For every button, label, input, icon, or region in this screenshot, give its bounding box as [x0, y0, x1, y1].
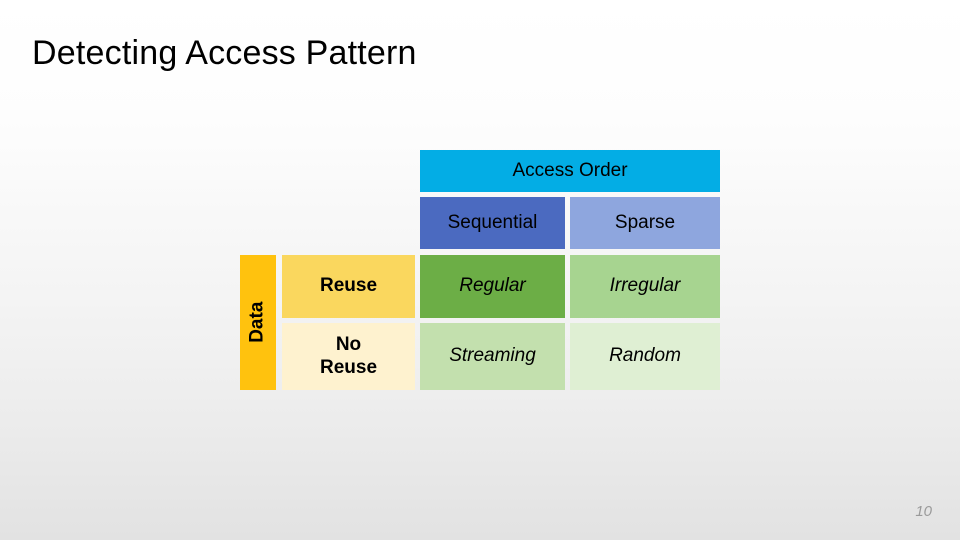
matrix-cell-regular: Regular — [420, 255, 565, 318]
access-pattern-matrix: Data Access Order Sequential Sparse Reus… — [240, 150, 720, 395]
matrix-cell-random: Random — [570, 323, 720, 390]
row-header-reuse: Reuse — [282, 255, 415, 318]
column-axis-label-access-order: Access Order — [420, 150, 720, 192]
matrix-cell-streaming: Streaming — [420, 323, 565, 390]
row-header-no-reuse: No Reuse — [282, 323, 415, 390]
column-header-sparse: Sparse — [570, 197, 720, 249]
row-header-no-reuse-text: No Reuse — [320, 334, 377, 379]
row-header-no-reuse-line2: Reuse — [319, 356, 378, 378]
matrix-cell-irregular: Irregular — [570, 255, 720, 318]
row-header-no-reuse-line1: No — [335, 334, 362, 356]
page-title: Detecting Access Pattern — [32, 34, 417, 72]
column-header-sequential: Sequential — [420, 197, 565, 249]
row-axis-label-data: Data — [240, 255, 276, 390]
row-axis-label-text: Data — [246, 301, 268, 344]
page-number: 10 — [915, 503, 932, 520]
